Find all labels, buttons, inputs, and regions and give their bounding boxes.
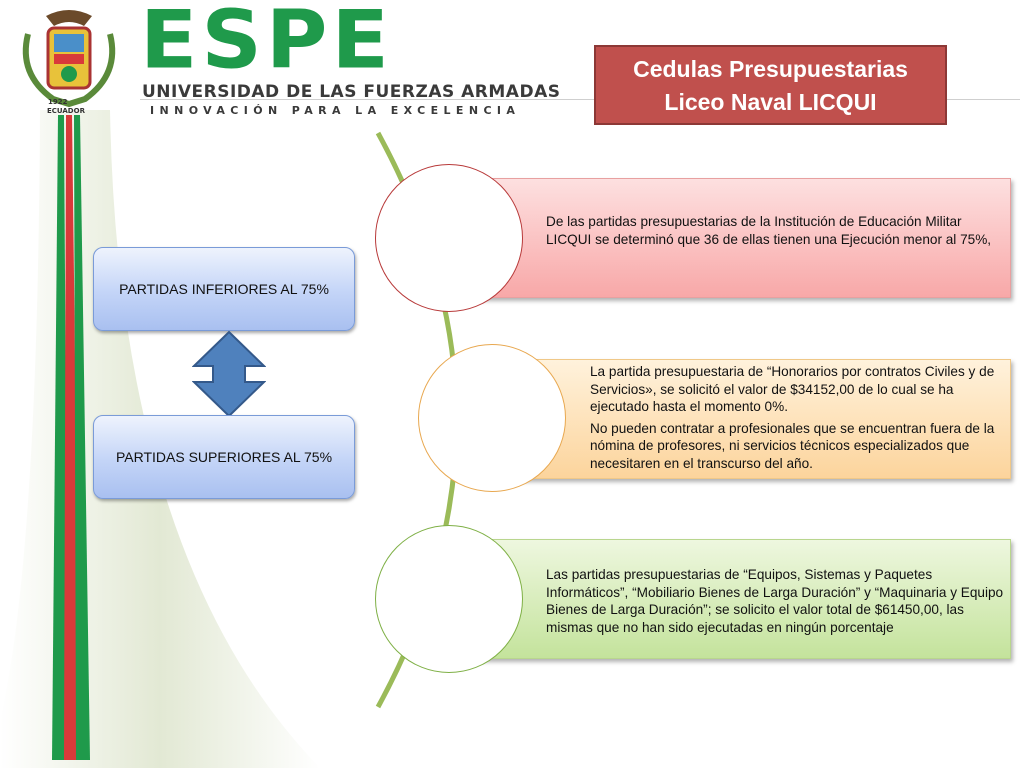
tower-decoration	[0, 110, 320, 768]
panel-2-paragraph-1: La partida presupuestaria de “Honorarios…	[590, 364, 995, 414]
panel-equipos: Las partidas presupuestarias de “Equipos…	[456, 539, 1011, 659]
panel-1-text: De las partidas presupuestarias de la In…	[546, 214, 992, 247]
header-divider	[140, 99, 1020, 100]
panel-partidas-ejecucion: De las partidas presupuestarias de la In…	[458, 178, 1011, 298]
university-name: UNIVERSIDAD DE LAS FUERZAS ARMADAS	[142, 82, 561, 102]
panel-3-text: Las partidas presupuestarias de “Equipos…	[546, 567, 1004, 635]
title-line-1: Cedulas Presupuestarias	[633, 56, 908, 82]
double-arrow-icon	[192, 330, 266, 418]
crest-logo	[22, 10, 116, 108]
panel-honorarios: La partida presupuestaria de “Honorarios…	[488, 359, 1011, 479]
box-partidas-superiores: PARTIDAS SUPERIORES AL 75%	[93, 415, 355, 499]
circle-marker-3	[375, 525, 523, 673]
circle-marker-1	[375, 164, 523, 312]
box-partidas-inferiores: PARTIDAS INFERIORES AL 75%	[93, 247, 355, 331]
circle-marker-2	[418, 344, 566, 492]
university-slogan: INNOVACIÓN PARA LA EXCELENCIA	[150, 104, 521, 117]
crest-country: ECUADOR	[47, 107, 85, 115]
panel-2-paragraph-2: No pueden contratar a profesionales que …	[590, 420, 995, 471]
title-line-2: Liceo Naval LICQUI	[664, 89, 877, 115]
slide-title: Cedulas Presupuestarias Liceo Naval LICQ…	[594, 45, 947, 125]
crest-year: 1922	[48, 98, 68, 106]
espe-wordmark: ESPE	[140, 0, 393, 87]
